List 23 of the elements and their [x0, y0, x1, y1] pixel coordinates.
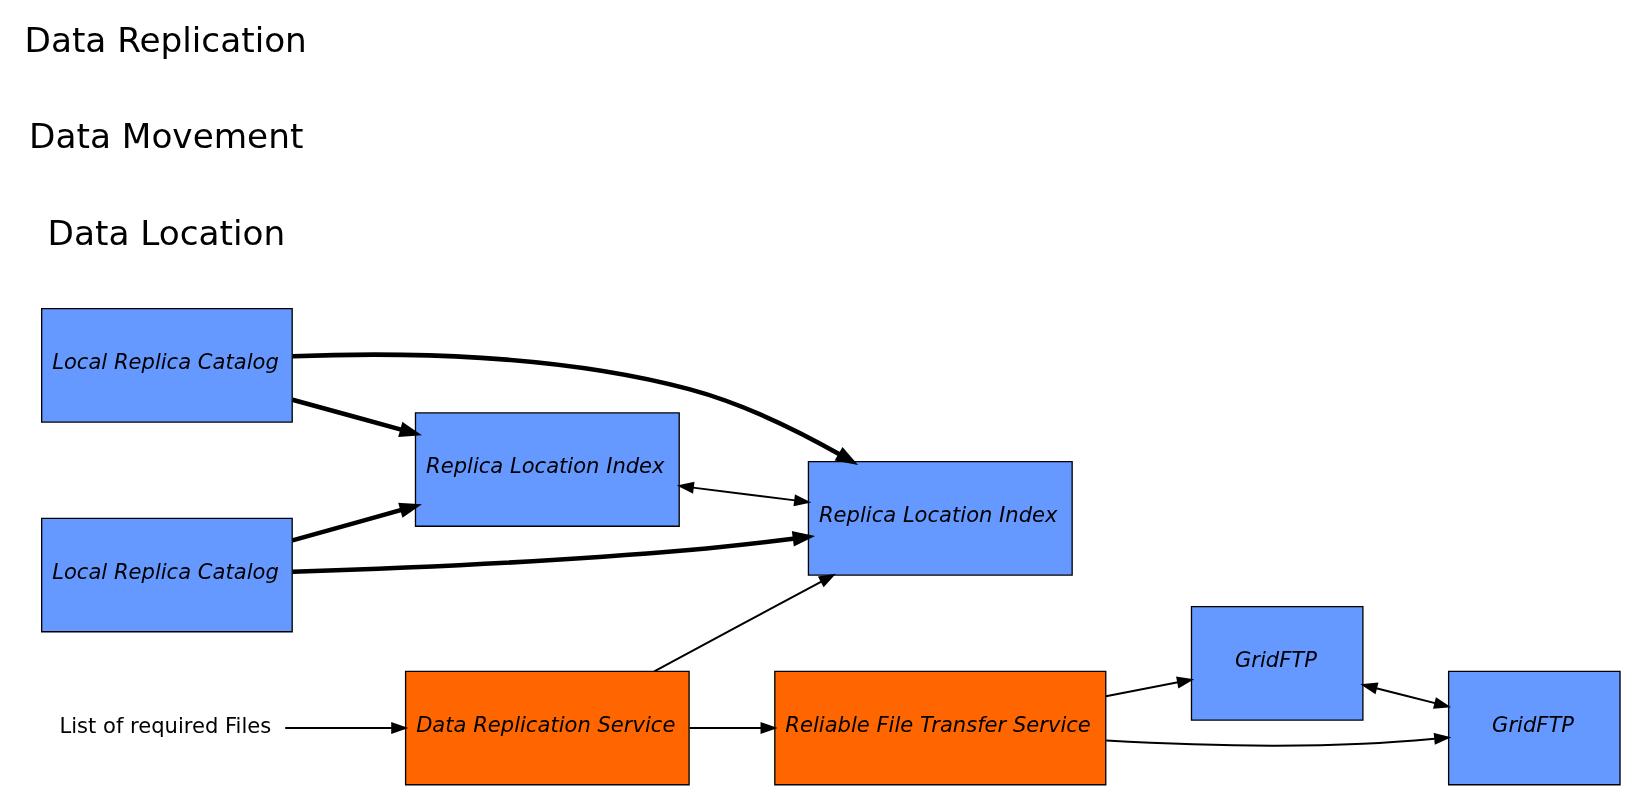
arrow — [653, 573, 836, 673]
arrow — [291, 397, 422, 437]
arrow — [676, 481, 812, 507]
arrow — [284, 722, 409, 735]
node-box: Replica Location Index — [807, 461, 1073, 576]
label: Data Replication — [24, 19, 307, 60]
arrow — [1105, 732, 1452, 747]
node-box: GridFTP — [1190, 606, 1364, 721]
arrow — [292, 352, 859, 466]
node-box: Data Replication Service — [404, 670, 690, 786]
node-box: Reliable File Transfer Service — [774, 670, 1107, 786]
arrow — [291, 502, 422, 543]
node-box: Replica Location Index — [414, 412, 680, 527]
label: Data Location — [47, 212, 286, 253]
arrow — [1360, 682, 1452, 709]
node-text: List of required Files — [59, 713, 272, 739]
node-box: Local Replica Catalog — [41, 308, 293, 423]
node-box: GridFTP — [1447, 670, 1621, 786]
arrow — [1104, 676, 1195, 698]
arrow — [688, 722, 778, 735]
arrow — [292, 531, 816, 575]
node-box: Local Replica Catalog — [41, 517, 293, 633]
label: Data Movement — [29, 116, 304, 157]
